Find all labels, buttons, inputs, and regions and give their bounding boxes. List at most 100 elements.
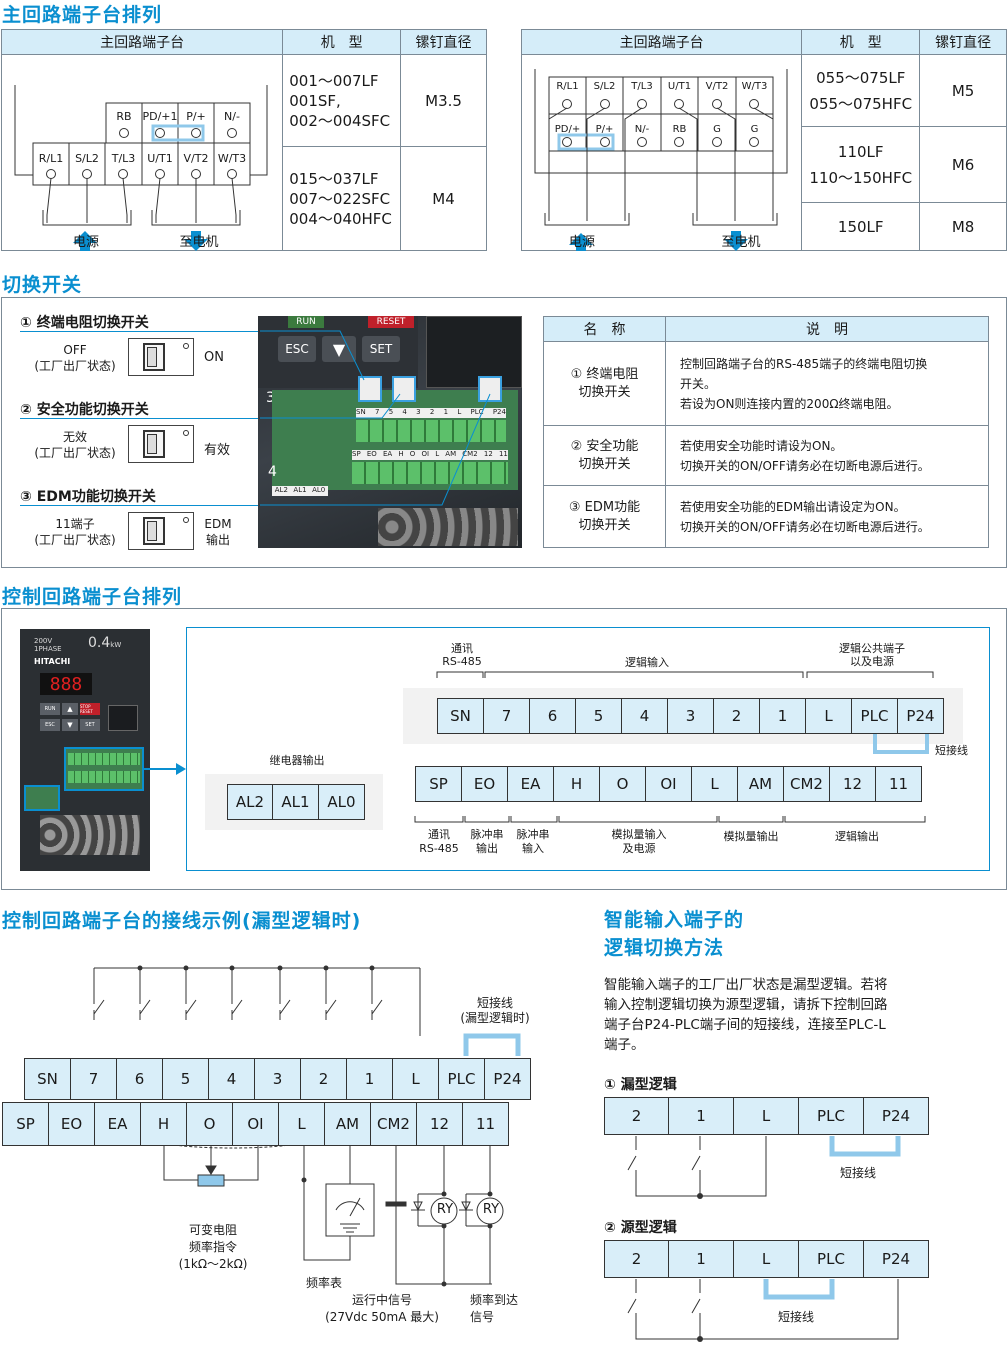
- label-motor: 至电机: [179, 235, 219, 250]
- model-cell: 150LF: [801, 202, 921, 251]
- term-tl3: T/L3: [111, 152, 136, 165]
- control-layout-area: 通讯 RS-485 逻辑输入 逻辑公共端子 以及电源: [186, 627, 990, 871]
- wiring-jumper-label: 短接线 (漏型逻辑时): [460, 996, 530, 1025]
- switch-toggle-1[interactable]: [128, 338, 194, 376]
- switch-toggle-3[interactable]: [128, 512, 194, 550]
- term-6: 6: [530, 698, 576, 734]
- desc-text-2: 若使用安全功能时请设为ON。 切换开关的ON/OFF请务必在切断电源后进行。: [665, 425, 989, 486]
- term-am: AM: [738, 766, 784, 802]
- term-4: 4: [622, 698, 668, 734]
- w-term-l2: L: [279, 1102, 325, 1146]
- term-oi: OI: [646, 766, 692, 802]
- term-11: 11: [876, 766, 922, 802]
- term-sl2: S/L2: [75, 152, 99, 165]
- model-cell: 110LF 110～150HFC: [801, 126, 921, 203]
- section-title-wiring: 控制回路端子台的接线示例(漏型逻辑时): [2, 910, 362, 932]
- switch-title-1: ① 终端电阻切换开关: [20, 315, 149, 331]
- term-3: 3: [668, 698, 714, 734]
- switch-toggle-2[interactable]: [128, 425, 194, 463]
- wiring-diagram: 短接线 (漏型逻辑时) SN 7 6 5 4 3 2 1 L PLC P24 S…: [0, 940, 560, 1340]
- control-top-row: SN 7 6 5 4 3 2 1 L PLC P24: [437, 698, 944, 734]
- sink-row: 2 1 L PLC P24: [604, 1097, 929, 1135]
- section-title-logic: 智能输入端子的 逻辑切换方法: [604, 909, 745, 959]
- w-term-sn: SN: [24, 1058, 71, 1100]
- screw-cell: M4: [400, 146, 487, 251]
- term-n: N/-: [224, 110, 240, 123]
- label-logic-out: 逻辑输出: [835, 830, 879, 843]
- w-term-1: 1: [347, 1058, 393, 1100]
- w-term-5: 5: [163, 1058, 209, 1100]
- wiring-diagram-svg: [93, 965, 521, 1287]
- label-jumper: 短接线: [935, 744, 968, 757]
- label-analog-out: 模拟量输出: [723, 830, 779, 843]
- device-photo: 200V 1PHASE 0.4kW HITACHI 888 RUN ▲ STOP…: [20, 629, 150, 871]
- switch-title-2: ② 安全功能切换开关: [20, 402, 149, 418]
- w-term-eo: EO: [49, 1102, 95, 1146]
- label-comm-top: 通讯 RS-485: [442, 642, 482, 668]
- w-term-7: 7: [71, 1058, 117, 1100]
- label-logic-in: 逻辑输入: [625, 656, 669, 669]
- main-terminal-diagram-right-svg: [534, 69, 788, 251]
- switch-items: ① 终端电阻切换开关 OFF (工厂出厂状态) ON ② 安全功能切换开关 无效…: [2, 298, 522, 568]
- term-pd1: PD/+1: [142, 110, 178, 123]
- term-1: 1: [760, 698, 806, 734]
- w-term-2: 2: [301, 1058, 347, 1100]
- header-model: 机 型: [282, 29, 402, 55]
- term-l2: L: [692, 766, 738, 802]
- term-eo: EO: [462, 766, 508, 802]
- label-pulse-in: 脉冲串 输入: [516, 828, 550, 855]
- screw-cell: M8: [919, 202, 1007, 251]
- device-cap: 0.4kW: [88, 635, 122, 651]
- w-term-plc: PLC: [439, 1058, 485, 1100]
- header-desc: 说 明: [665, 316, 989, 342]
- term-12: 12: [830, 766, 876, 802]
- label-pulse-out: 脉冲串 输出: [470, 828, 504, 855]
- switch-panel: ① 终端电阻切换开关 OFF (工厂出厂状态) ON ② 安全功能切换开关 无效…: [1, 297, 1007, 568]
- set-key: SET: [362, 336, 400, 362]
- screw-cell: M6: [919, 126, 1007, 203]
- header-screw: 镙钉直径: [400, 29, 487, 55]
- term-al2: AL2: [227, 784, 273, 820]
- term-l: L: [806, 698, 852, 734]
- term-5: 5: [576, 698, 622, 734]
- board-num-4: 4: [268, 464, 277, 480]
- switch-desc-table: 名 称 说 明 ① 终端电阻 切换开关 控制回路端子台的RS-485端子的终端电…: [543, 316, 989, 548]
- wiring-top-row: SN 7 6 5 4 3 2 1 L PLC P24: [24, 1058, 531, 1100]
- right-bottom-term-labels: PD/+ P/+ N/- RB G G: [554, 124, 759, 135]
- reset-key: RESET: [368, 316, 414, 328]
- main-terminal-table-left: 主回路端子台 机 型 镙钉直径 001～007LF 001SF, 002～004…: [0, 29, 487, 251]
- w-term-oi: OI: [233, 1102, 279, 1146]
- desc-name-3: ③ EDM功能 切换开关: [543, 485, 666, 548]
- relay-row: AL2 AL1 AL0: [227, 784, 365, 820]
- term-p: P/+: [186, 110, 206, 123]
- term-al1: AL1: [273, 784, 319, 820]
- term-2: 2: [714, 698, 760, 734]
- w-term-p24: P24: [485, 1058, 531, 1100]
- source-row: 2 1 L PLC P24: [604, 1240, 929, 1278]
- label-power: 电源: [568, 235, 595, 250]
- w-term-ea: EA: [95, 1102, 141, 1146]
- switch-left-2: 无效 (工厂出厂状态): [34, 430, 116, 460]
- source-jumper-label: 短接线: [778, 1310, 815, 1324]
- desc-name-1: ① 终端电阻 切换开关: [543, 341, 666, 426]
- device-display: 888: [40, 673, 92, 695]
- model-cell: 055～075LF 055～075HFC: [801, 54, 921, 127]
- w-term-o: O: [187, 1102, 233, 1146]
- down-key: ▼: [322, 336, 356, 362]
- desc-text-3: 若使用安全功能的EDM输出请设定为ON。 切换开关的ON/OFF请务必在切断电源…: [665, 485, 989, 548]
- switch-right-1: ON: [204, 350, 224, 365]
- label-analog-in: 模拟量输入 及电源: [611, 828, 667, 855]
- w-term-am: AM: [325, 1102, 371, 1146]
- term-7: 7: [484, 698, 530, 734]
- ry-label-1: RY: [436, 1202, 454, 1217]
- desc-name-2: ② 安全功能 切换开关: [543, 425, 666, 486]
- w-term-l: L: [393, 1058, 439, 1100]
- main-terminal-table-right: 主回路端子台 机 型 镙钉直径 055～075LF 055～075HFC M5 …: [520, 29, 1007, 251]
- sink-title: ① 漏型逻辑: [604, 1077, 677, 1093]
- label-arrival: 频率到达 信号: [470, 1293, 519, 1324]
- photo-arrow: [142, 763, 186, 775]
- w-term-4: 4: [209, 1058, 255, 1100]
